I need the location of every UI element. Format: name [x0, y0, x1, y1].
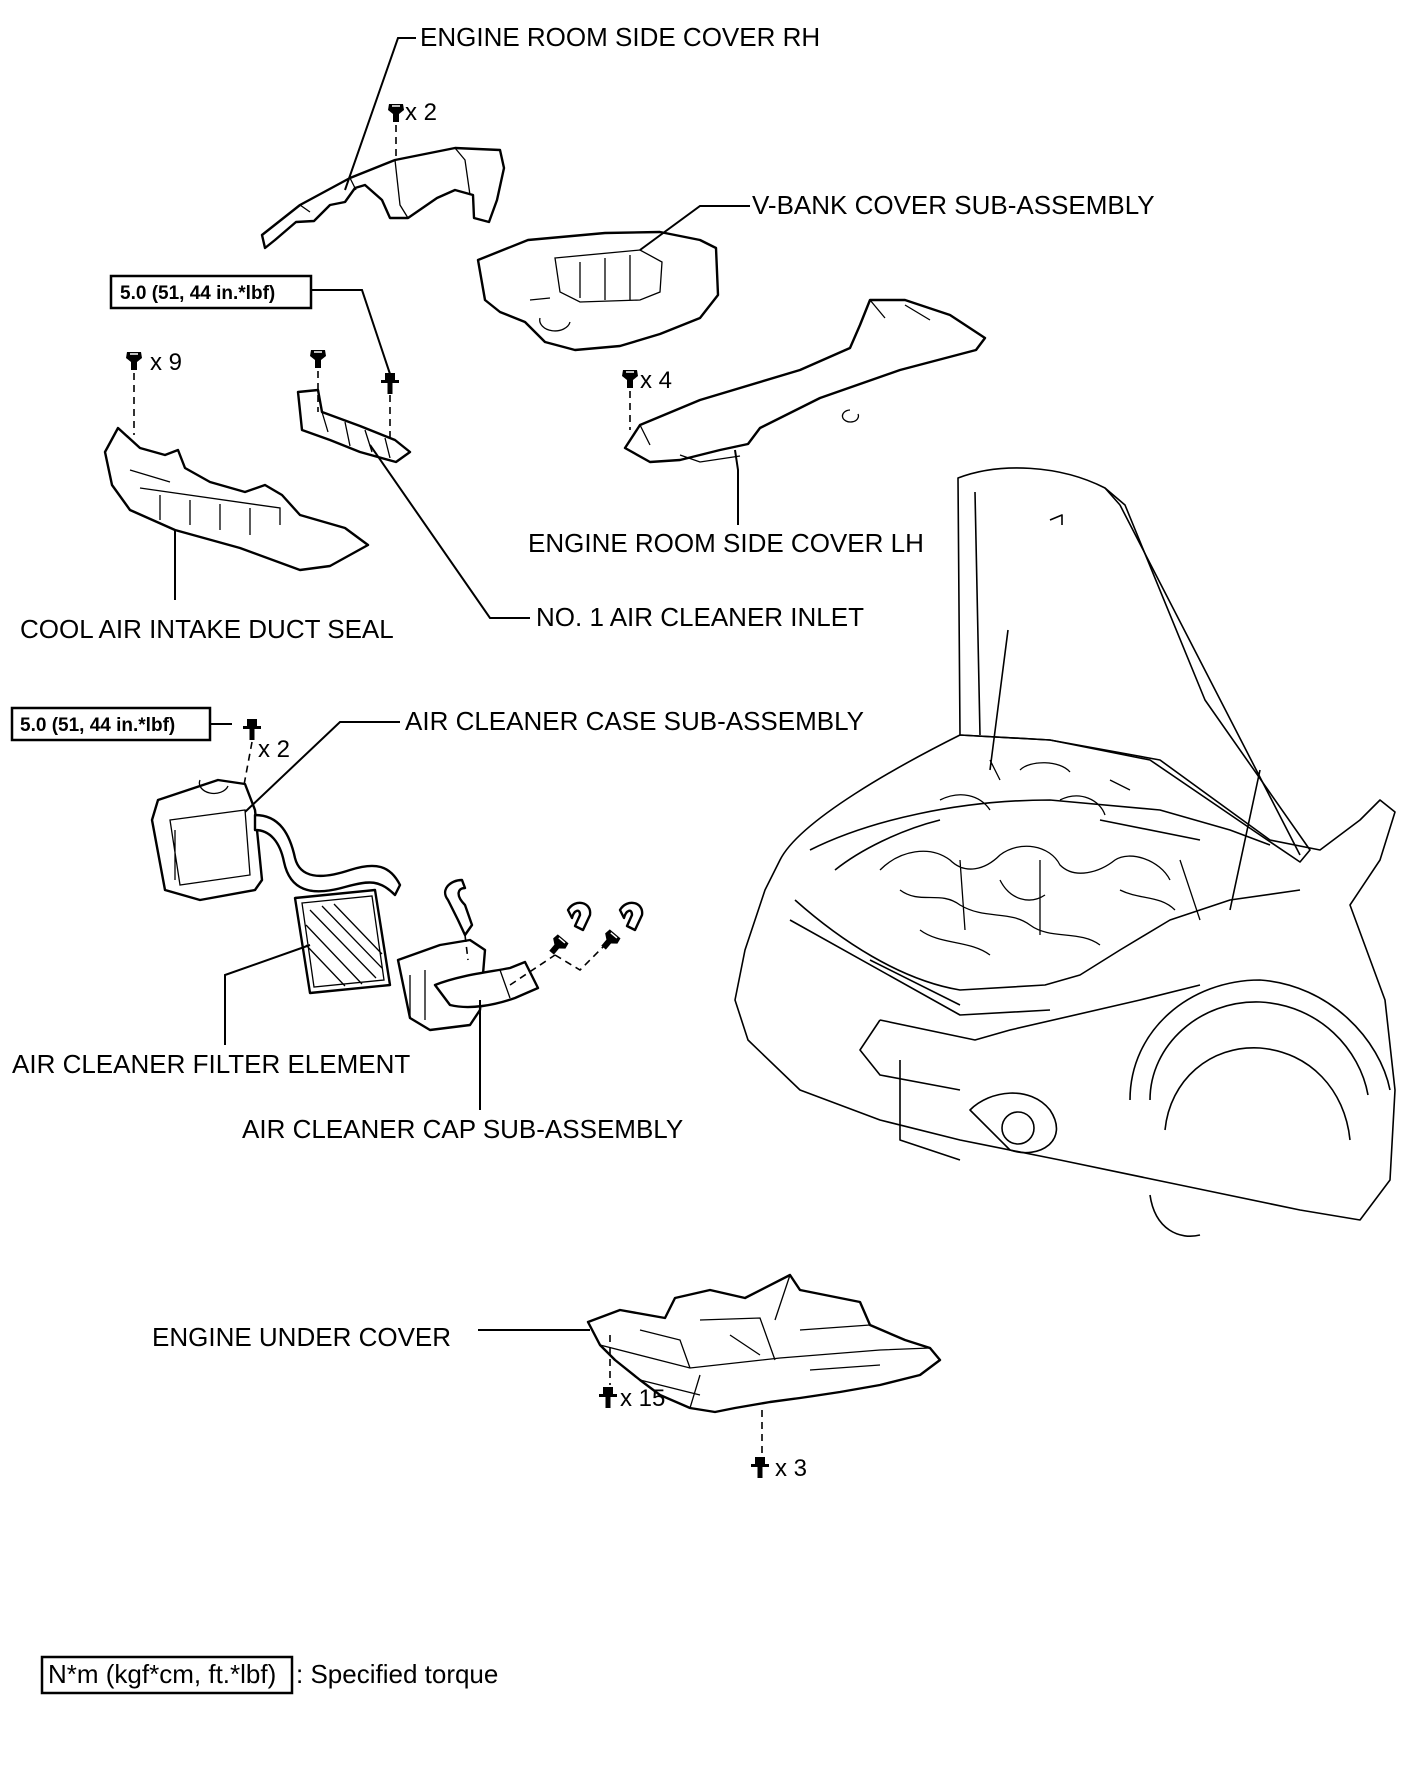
case-bolt: x 2 — [243, 719, 290, 786]
case-torque-value: 5.0 (51, 44 in.*lbf) — [20, 715, 175, 736]
label-engine-room-side-cover-rh: ENGINE ROOM SIDE COVER RH — [420, 22, 820, 52]
clip-icon — [125, 351, 143, 371]
label-engine-under-cover: ENGINE UNDER COVER — [152, 1322, 451, 1352]
engine-room-side-cover-rh — [260, 146, 506, 250]
clip-icon — [309, 349, 327, 369]
cap-hardware — [464, 901, 644, 986]
clip-icon — [544, 932, 571, 959]
label-cool-air-intake-duct-seal: COOL AIR INTAKE DUCT SEAL — [20, 614, 394, 644]
air-cleaner-filter-element — [293, 888, 392, 995]
label-v-bank-cover: V-BANK COVER SUB-ASSEMBLY — [752, 190, 1155, 220]
rh-cover-clip-qty: x 2 — [405, 99, 437, 126]
legend-unit-box — [40, 1655, 294, 1695]
under-cover-bolt-a: x 15 — [599, 1335, 665, 1412]
inlet-torque-value: 5.0 (51, 44 in.*lbf) — [120, 283, 275, 304]
inlet-torque-box — [109, 274, 313, 310]
bolt-icon — [599, 1387, 617, 1408]
bolt-icon — [381, 373, 399, 394]
torque-legend: N*m (kgf*cm, ft.*lbf) : Specified torque — [40, 1655, 498, 1695]
inlet-bolt — [381, 373, 399, 440]
case-torque-box — [10, 706, 212, 742]
cool-air-intake-duct-seal — [103, 426, 370, 572]
lh-cover-clip-qty: x 4 — [640, 367, 672, 394]
bolt-icon — [751, 1457, 769, 1478]
vehicle-front-illustration — [734, 467, 1396, 1237]
label-no1-air-cleaner-inlet: NO. 1 AIR CLEANER INLET — [536, 602, 864, 632]
lh-cover-clip: x 4 — [621, 367, 672, 430]
label-air-cleaner-case: AIR CLEANER CASE SUB-ASSEMBLY — [405, 706, 864, 736]
under-cover-bolt-a-qty: x 15 — [620, 1385, 665, 1412]
case-bolt-qty: x 2 — [258, 736, 290, 763]
clip-icon — [596, 927, 623, 954]
label-engine-room-side-cover-lh: ENGINE ROOM SIDE COVER LH — [528, 528, 924, 558]
engine-room-side-cover-lh — [623, 298, 987, 464]
rh-cover-clip: x 2 — [387, 99, 437, 160]
label-air-cleaner-cap: AIR CLEANER CAP SUB-ASSEMBLY — [242, 1114, 683, 1144]
seal-clip-qty: x 9 — [150, 349, 182, 376]
inlet-clip — [309, 349, 327, 412]
air-cleaner-case-sub-assembly — [150, 778, 402, 902]
seal-clip: x 9 — [125, 349, 182, 435]
label-air-cleaner-filter-element: AIR CLEANER FILTER ELEMENT — [12, 1049, 410, 1079]
legend-description: : Specified torque — [296, 1659, 498, 1689]
clip-icon — [621, 369, 639, 389]
under-cover-bolt-b: x 3 — [751, 1410, 807, 1482]
under-cover-bolt-b-qty: x 3 — [775, 1455, 807, 1482]
legend-unit: N*m (kgf*cm, ft.*lbf) — [48, 1659, 276, 1689]
no1-air-cleaner-inlet — [296, 388, 412, 464]
v-bank-cover-sub-assembly — [476, 230, 720, 352]
air-cleaner-cap-sub-assembly — [396, 878, 540, 1032]
engine-under-cover — [586, 1273, 942, 1414]
clip-icon — [387, 103, 405, 123]
